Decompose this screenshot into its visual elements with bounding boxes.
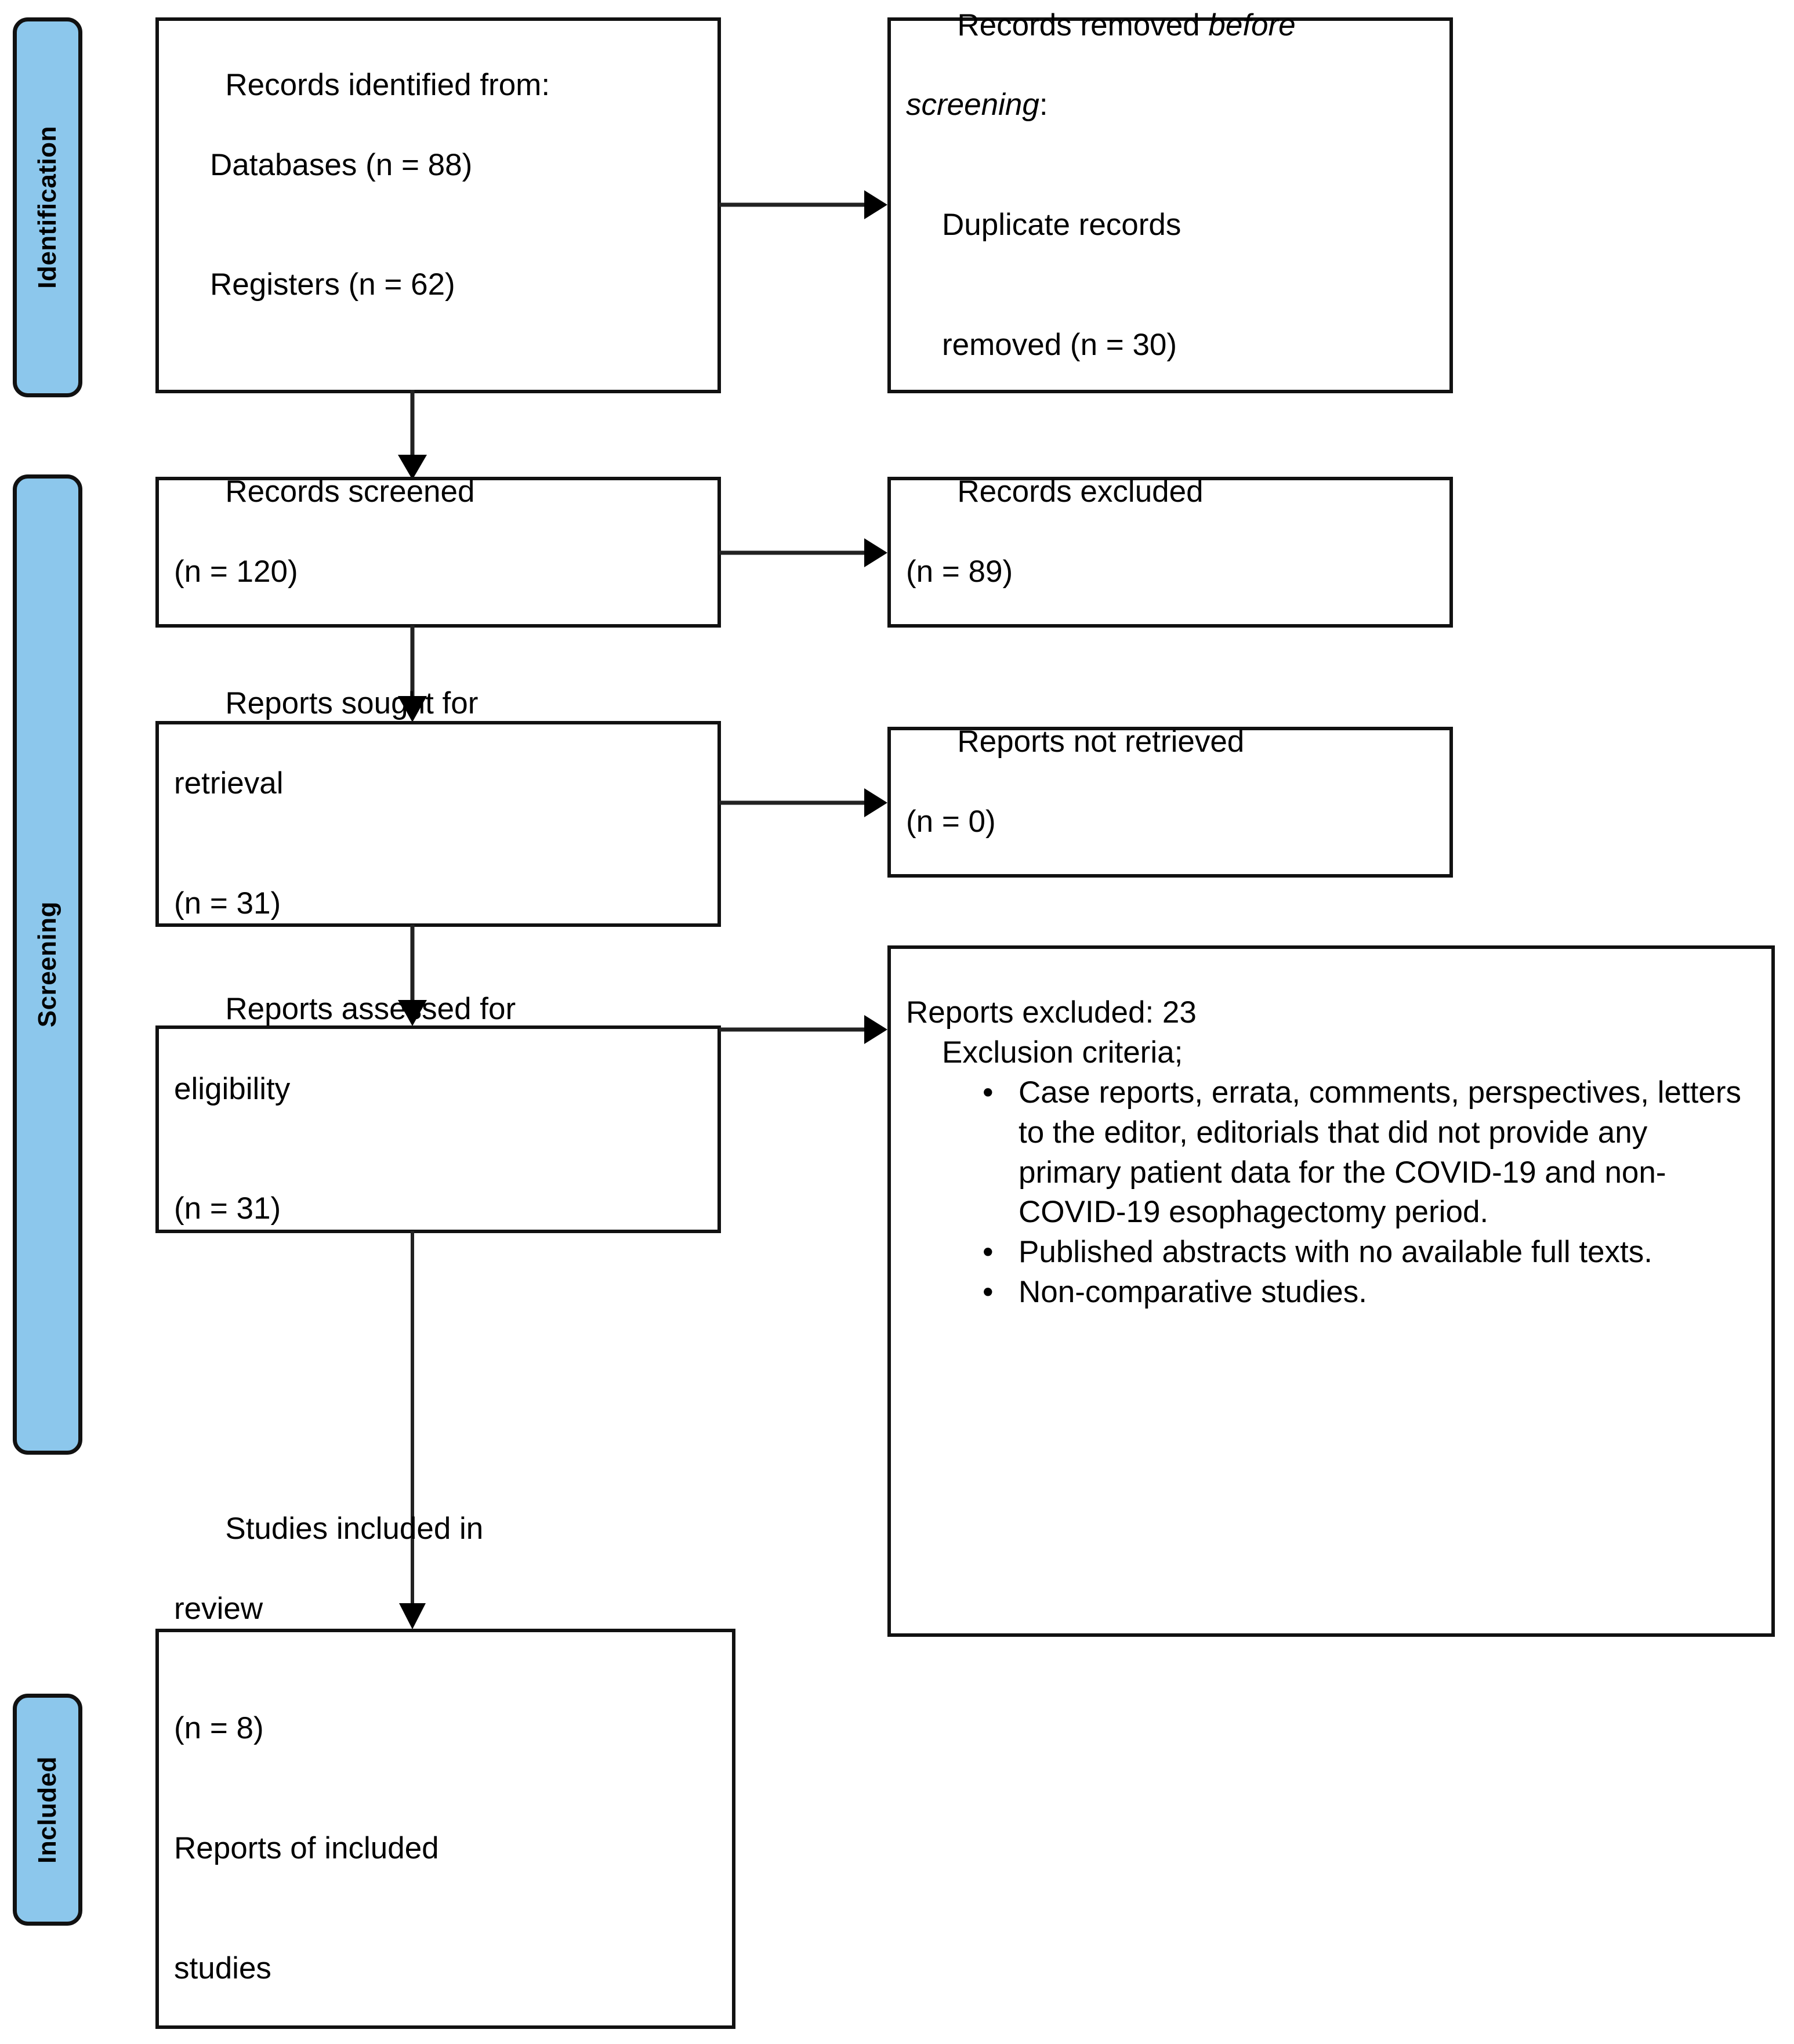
box-reports-not-retrieved: Reports not retrieved (n = 0): [887, 724, 1453, 878]
box-reports-excluded: Reports excluded: 23 Exclusion criteria;…: [887, 945, 1775, 1637]
box-studies-included: Studies included in review (n = 8) Repor…: [155, 1512, 735, 2029]
reports-assessed-line1: Reports assessed for: [225, 991, 516, 1026]
records-excluded-line2: (n = 89): [906, 555, 1013, 589]
exclusion-criteria-list: • Case reports, errata, comments, perspe…: [891, 1073, 1771, 1313]
records-screened-line1: Records screened: [225, 474, 475, 509]
exclusion-criterion-text: Published abstracts with no available fu…: [1019, 1235, 1652, 1270]
records-identified-line2: Databases (n = 88): [210, 147, 473, 182]
reports-excluded-heading: Reports excluded: 23: [906, 995, 1197, 1030]
arrow-screened-to-excluded: [718, 532, 892, 573]
arrow-identified-to-screened: [392, 390, 433, 481]
studies-included-line5: studies: [174, 1951, 271, 1985]
records-screened-line2: (n = 120): [174, 555, 298, 589]
records-removed-line1: Records removed before: [957, 8, 1296, 42]
exclusion-criterion-text: Case reports, errata, comments, perspect…: [1019, 1075, 1741, 1230]
bullet-icon: •: [983, 1235, 994, 1270]
arrow-assessed-to-included: [392, 1231, 433, 1631]
list-item: • Case reports, errata, comments, perspe…: [983, 1073, 1756, 1233]
list-item: • Non-comparative studies.: [983, 1273, 1756, 1313]
box-records-excluded: Records excluded (n = 89): [887, 474, 1453, 628]
reports-excluded-subheading: Exclusion criteria;: [942, 1035, 1183, 1070]
box-records-removed: Records removed before screening: Duplic…: [887, 8, 1453, 393]
list-item: • Published abstracts with no available …: [983, 1233, 1756, 1273]
studies-included-line3: (n = 8): [174, 1711, 264, 1746]
records-removed-line4: removed (n = 30): [942, 327, 1177, 362]
records-removed-line2: screening:: [906, 88, 1048, 122]
box-reports-assessed: Reports assessed for eligibility (n = 31…: [155, 992, 721, 1233]
bullet-icon: •: [983, 1275, 994, 1310]
phase-label-screening: Screening: [33, 901, 61, 1028]
reports-assessed-line2: eligibility: [174, 1071, 291, 1106]
records-identified-line1: Records identified from:: [225, 67, 550, 102]
phase-label-identification: Identification: [33, 126, 61, 289]
exclusion-criterion-text: Non-comparative studies.: [1019, 1275, 1367, 1310]
reports-not-retrieved-line2: (n = 0): [906, 804, 996, 839]
arrow-identified-to-removed: [718, 184, 892, 225]
reports-sought-line3: (n = 31): [174, 886, 281, 920]
arrow-assessed-to-excluded: [718, 1009, 892, 1050]
reports-assessed-line3: (n = 31): [174, 1191, 281, 1226]
box-reports-sought: Reports sought for retrieval (n = 31): [155, 686, 721, 927]
records-removed-line3: Duplicate records: [942, 208, 1181, 242]
studies-included-line2: review: [174, 1591, 263, 1626]
reports-not-retrieved-line1: Reports not retrieved: [957, 724, 1245, 759]
box-records-screened: Records screened (n = 120): [155, 474, 721, 628]
arrow-screened-to-sought: [392, 625, 433, 724]
records-identified-line3: Registers (n = 62): [210, 267, 455, 302]
arrow-sought-to-not-retrieved: [718, 782, 892, 823]
bullet-icon: •: [983, 1075, 994, 1110]
phase-tab-identification: Identification: [13, 17, 82, 397]
reports-sought-line2: retrieval: [174, 766, 284, 801]
records-excluded-line1: Records excluded: [957, 474, 1204, 509]
phase-label-included: Included: [33, 1756, 61, 1864]
arrow-sought-to-assessed: [392, 925, 433, 1028]
phase-tab-screening: Screening: [13, 474, 82, 1455]
phase-tab-included: Included: [13, 1694, 82, 1926]
studies-included-line1: Studies included in: [225, 1511, 484, 1546]
studies-included-line4: Reports of included: [174, 1831, 439, 1865]
reports-sought-line1: Reports sought for: [225, 686, 479, 721]
box-records-identified: Records identified from: Databases (n = …: [155, 17, 721, 393]
